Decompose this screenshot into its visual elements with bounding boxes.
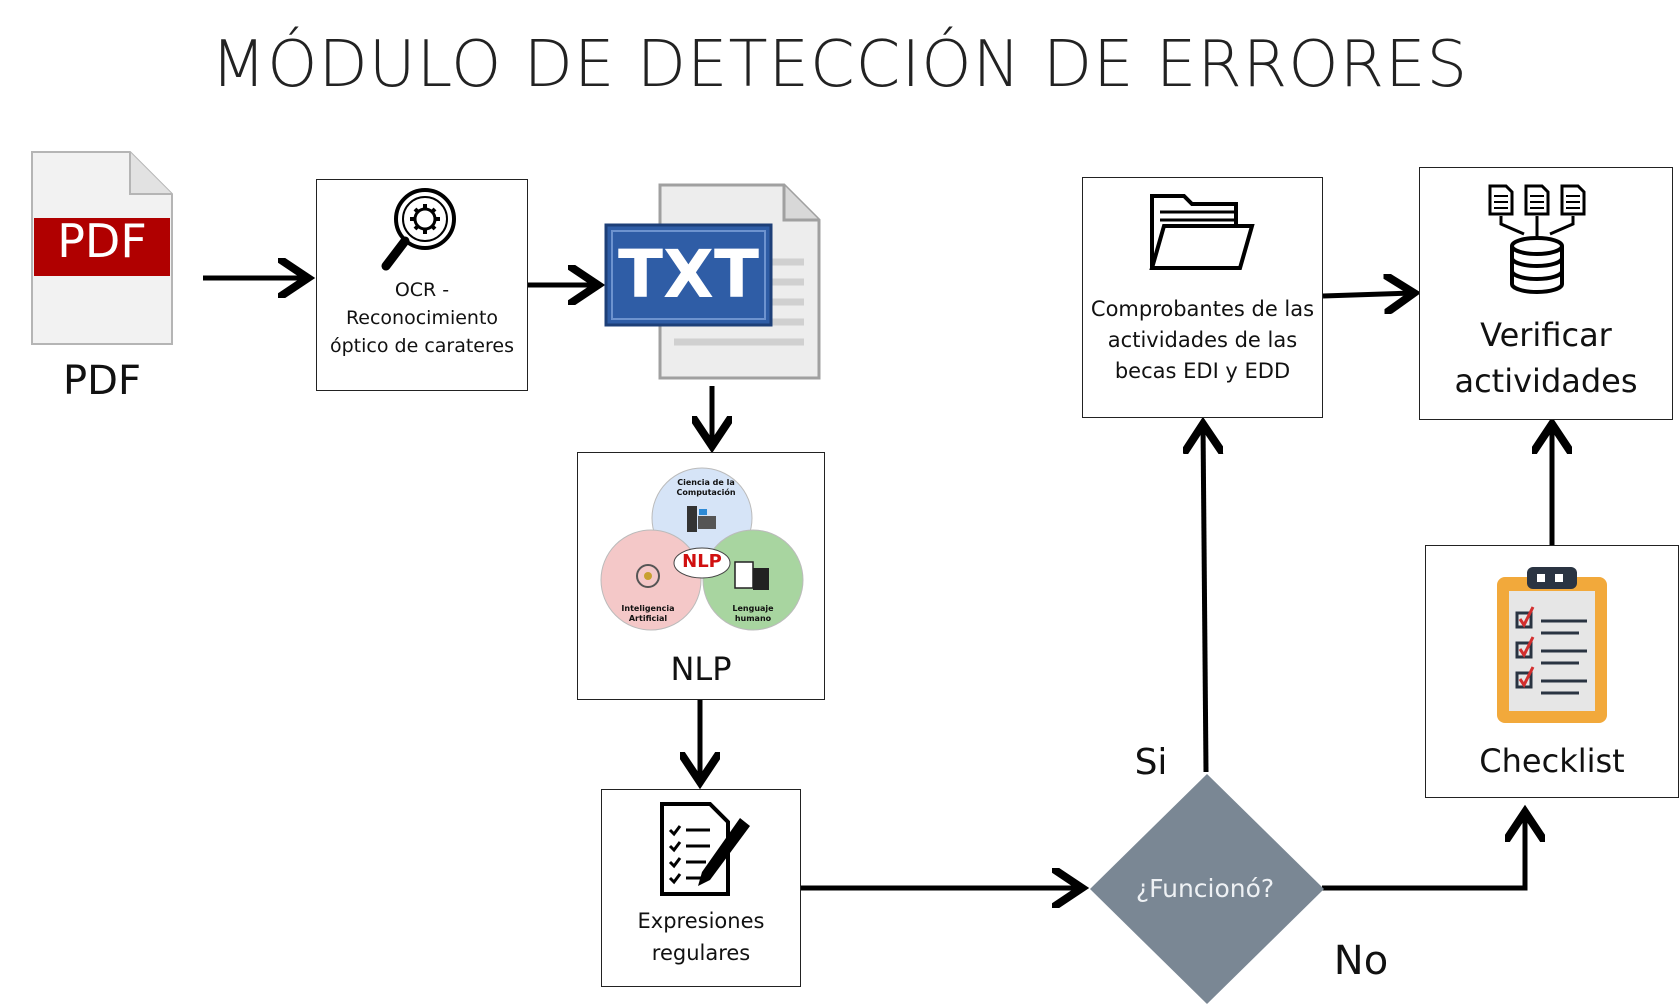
arrow-decision-proofs	[1203, 424, 1206, 773]
nlp-label: NLP	[670, 650, 732, 688]
ocr-label: OCR - Reconocimiento óptico de carateres	[330, 279, 514, 357]
txt-badge: TXT	[618, 236, 759, 313]
decision-no-label: No	[1333, 938, 1389, 984]
nlp-venn-diagram	[600, 467, 804, 631]
decision-diamond	[1090, 774, 1324, 1004]
verify-label: Verificar actividades	[1454, 316, 1638, 400]
magnifier-gear-icon	[381, 188, 456, 271]
proofs-label: Comprobantes de las actividades de las b…	[1090, 297, 1315, 383]
folder-icon	[1149, 194, 1255, 270]
decision-label: ¿Funcionó?	[1135, 874, 1275, 903]
pdf-label: PDF	[63, 358, 141, 404]
venn-right-label: Lenguaje humano	[732, 604, 774, 623]
database-icon	[1488, 184, 1586, 294]
page-title: MÓDULO DE DETECCIÓN DE ERRORES	[210, 28, 1469, 102]
arrow-proofs-verify	[1322, 293, 1414, 296]
checklist-label: Checklist	[1479, 742, 1625, 780]
venn-left-label: Inteligencia Artificial	[621, 604, 675, 623]
pdf-badge: PDF	[57, 214, 147, 268]
venn-center-label: NLP	[682, 551, 722, 572]
checklist-pen-icon	[660, 802, 750, 896]
arrow-decision-checklist	[1322, 812, 1525, 891]
regex-label: Expresiones regulares	[637, 909, 765, 965]
venn-top-label: Ciencia de la Computación	[676, 478, 736, 497]
txt-file-icon	[604, 183, 821, 380]
ocr-box	[316, 179, 528, 391]
clipboard-icon	[1497, 567, 1607, 723]
decision-yes-label: Si	[1134, 742, 1168, 783]
pdf-file-icon	[31, 151, 173, 345]
